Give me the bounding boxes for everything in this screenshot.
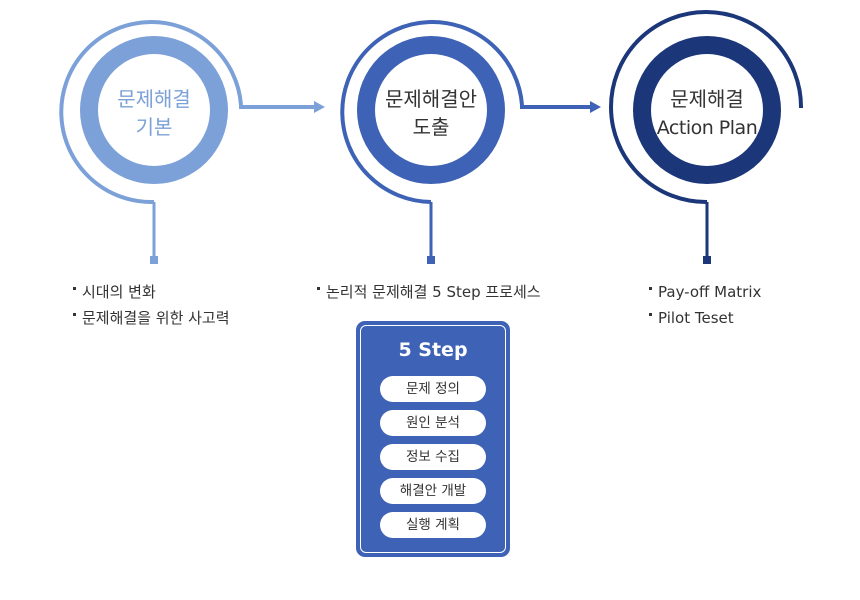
list-item: Pilot Teset <box>648 305 761 331</box>
stage-1-title-line2: 기본 <box>136 115 173 139</box>
stage-1-inner <box>98 54 210 166</box>
list-item: 논리적 문제해결 5 Step 프로세스 <box>316 279 541 305</box>
arrow-stage1-head <box>314 101 325 113</box>
stage-3-inner <box>651 54 763 166</box>
step-pill: 해결안 개발 <box>380 478 486 504</box>
stage-2-bullets: 논리적 문제해결 5 Step 프로세스 <box>316 279 541 305</box>
list-item: 문제해결을 위한 사고력 <box>72 305 230 331</box>
stage-1-title-line1: 문제해결 <box>117 87 191 111</box>
arrow-stage2-head <box>590 101 601 113</box>
step-pill: 원인 분석 <box>380 410 486 436</box>
list-item: 시대의 변화 <box>72 279 230 305</box>
step-pill: 실행 계획 <box>380 512 486 538</box>
step-pill: 문제 정의 <box>380 376 486 402</box>
stage-2-title-line2: 도출 <box>413 115 450 139</box>
arrow-stage2-to-stage3 <box>520 105 592 109</box>
stage-2-inner <box>375 54 487 166</box>
stage-1-bullets: 시대의 변화 문제해결을 위한 사고력 <box>72 279 230 331</box>
five-step-title: 5 Step <box>398 339 468 361</box>
stage-2-title-line1: 문제해결안 <box>385 87 477 111</box>
stage-2-connector-end <box>427 256 435 264</box>
stage-3-title-line2: Action Plan <box>657 117 757 139</box>
stage-3-title-line1: 문제해결 <box>670 87 744 111</box>
stage-3-outer-arc <box>609 10 804 205</box>
stage-1: 문제해결 기본 <box>59 20 243 264</box>
stage-3-connector-end <box>703 256 711 264</box>
stage-3-bullets: Pay-off Matrix Pilot Teset <box>648 279 761 331</box>
step-pill: 정보 수집 <box>380 444 486 470</box>
five-step-box-border <box>360 325 506 553</box>
stage-2-outer-arc <box>340 20 524 204</box>
stage-2: 문제해결안 도출 <box>340 20 524 264</box>
five-step-box: 5 Step 문제 정의 원인 분석 정보 수집 해결안 개발 실행 계획 <box>356 321 510 557</box>
list-item: Pay-off Matrix <box>648 279 761 305</box>
arrow-stage1-to-stage2 <box>239 105 316 109</box>
stage-1-connector-end <box>150 256 158 264</box>
stage-1-outer-arc <box>59 20 243 205</box>
stage-3: 문제해결 Action Plan <box>609 10 804 264</box>
